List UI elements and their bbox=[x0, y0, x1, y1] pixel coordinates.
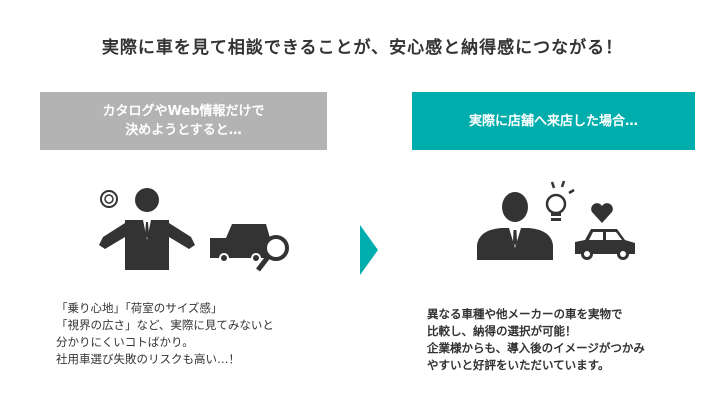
catalog-only-header: カタログやWeb情報だけで 決めようとすると… bbox=[40, 92, 327, 150]
page-title: 実際に車を見て相談できることが、安心感と納得感につながる！ bbox=[101, 38, 624, 58]
car-icon bbox=[575, 229, 635, 260]
light-bulb-icon bbox=[545, 180, 575, 221]
store-visit-header-text: 実際に店舗へ来店した場合… bbox=[468, 113, 638, 129]
store-visit-header: 実際に店舗へ来店した場合… bbox=[412, 92, 695, 150]
heart-icon bbox=[591, 203, 613, 223]
car-with-magnifier-icon bbox=[210, 224, 289, 272]
store-benefit-text: 異なる車種や他メーカーの車を実物で 比較し、納得の選択が可能！ 企業様からも、導… bbox=[427, 307, 645, 372]
confused-person-icon bbox=[99, 188, 195, 270]
person-icon bbox=[477, 192, 553, 260]
catalog-only-header-text: カタログやWeb情報だけで 決めようとすると… bbox=[102, 104, 265, 138]
arrow-right-icon bbox=[360, 225, 378, 275]
catalog-risk-text: 「乗り心地」「荷室のサイズ感」 「視界の広さ」など、実際に見てみないと 分かりに… bbox=[56, 301, 274, 366]
